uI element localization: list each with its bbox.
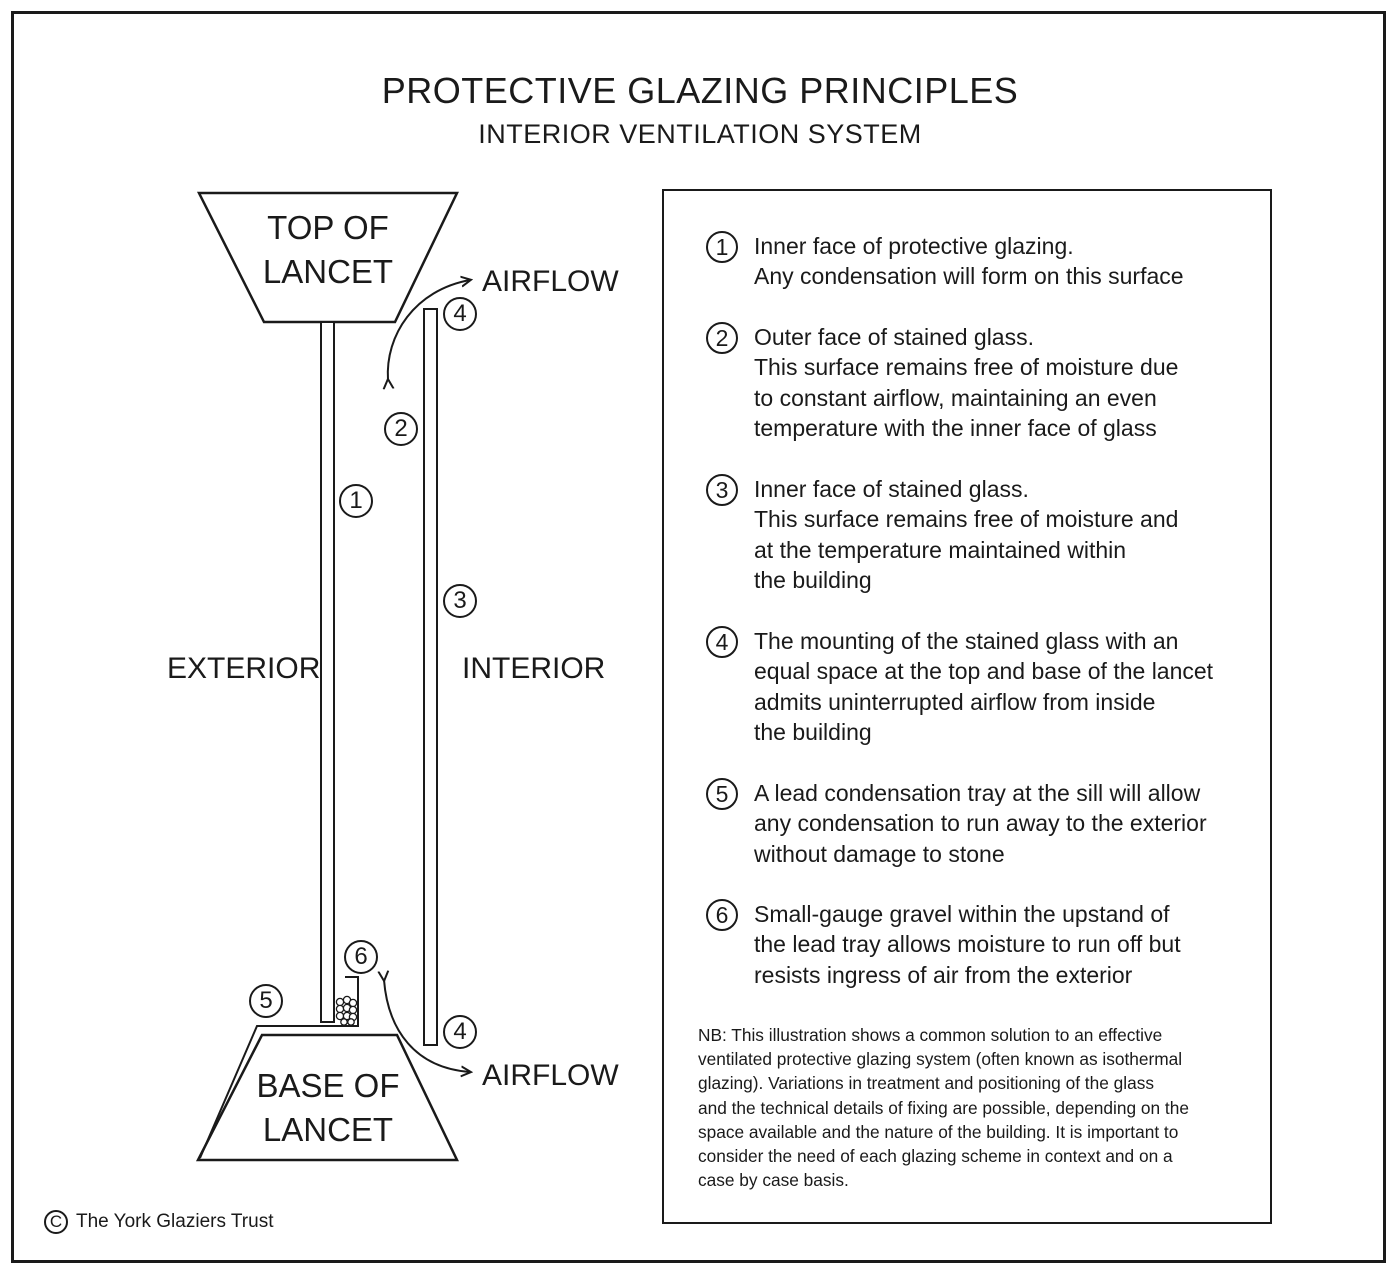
note-line: space available and the nature of the bu… <box>698 1121 1179 1142</box>
airflow-arrow-bottom <box>384 980 470 1072</box>
copyright-text: The York Glaziers Trust <box>76 1211 274 1232</box>
stained-glass-pane <box>423 308 438 1046</box>
page-title: PROTECTIVE GLAZING PRINCIPLES <box>381 70 1019 111</box>
marker-4-top: 4 <box>443 297 477 331</box>
legend-text: Inner face of stained glass. This surfac… <box>754 474 1254 595</box>
legend-number: 6 <box>706 899 738 931</box>
legend-text: Inner face of protective glazing. Any co… <box>754 231 1254 292</box>
note-line: ventilated protective glazing system (of… <box>698 1049 1183 1070</box>
legend-box: 1 Inner face of protective glazing. Any … <box>662 189 1272 1224</box>
outer-frame <box>11 11 1386 1263</box>
marker-5: 5 <box>249 984 283 1018</box>
note-line: NB: This illustration shows a common sol… <box>698 1025 1163 1045</box>
marker-4-bottom: 4 <box>443 1015 477 1049</box>
top-of-lancet-label: TOP OF LANCET <box>228 206 428 294</box>
base-label-line2: LANCET <box>262 1111 394 1148</box>
legend-line: Inner face of protective glazing. <box>754 233 1074 259</box>
legend-line: Inner face of stained glass. <box>754 476 1029 502</box>
airflow-arrow-top <box>388 280 470 380</box>
legend-number: 2 <box>706 322 738 354</box>
legend-line: resists ingress of air from the exterior <box>754 961 1133 988</box>
base-label-line1: BASE OF <box>256 1067 400 1104</box>
legend-number: 5 <box>706 778 738 810</box>
legend-line: at the temperature maintained within <box>754 536 1127 563</box>
legend-text: Small-gauge gravel within the upstand of… <box>754 899 1254 990</box>
legend-line: admits uninterrupted airflow from inside <box>754 688 1156 715</box>
lead-tray <box>199 976 359 1159</box>
legend-line: This surface remains free of moisture an… <box>754 506 1179 533</box>
legend-line: equal space at the top and base of the l… <box>754 658 1214 685</box>
protective-glazing-pane <box>320 321 335 1023</box>
exterior-label: EXTERIOR <box>167 652 321 685</box>
legend-line: The mounting of the stained glass with a… <box>754 628 1179 654</box>
legend-line: any condensation to run away to the exte… <box>754 810 1207 837</box>
legend-text: The mounting of the stained glass with a… <box>754 626 1254 747</box>
note-line: and the technical details of fixing are … <box>698 1097 1189 1118</box>
legend-line: Outer face of stained glass. <box>754 324 1034 350</box>
airflow-top-label: AIRFLOW <box>482 265 619 298</box>
note-line: glazing). Variations in treatment and po… <box>698 1073 1154 1094</box>
page-subtitle: INTERIOR VENTILATION SYSTEM <box>478 119 922 149</box>
top-label-line1: TOP OF <box>267 209 389 246</box>
marker-3: 3 <box>443 584 477 618</box>
marker-1: 1 <box>339 484 373 518</box>
legend-number: 3 <box>706 474 738 506</box>
legend-line: the building <box>754 718 872 745</box>
legend-line: temperature with the inner face of glass <box>754 414 1157 441</box>
legend-line: without damage to stone <box>754 840 1005 867</box>
legend-line: This surface remains free of moisture du… <box>754 354 1179 381</box>
top-label-line2: LANCET <box>262 253 394 290</box>
copyright-icon: C <box>44 1210 68 1234</box>
legend-line: Any condensation will form on this surfa… <box>754 263 1184 290</box>
base-lancet-stone <box>195 1033 459 1162</box>
legend-line: the building <box>754 566 872 593</box>
legend-text: Outer face of stained glass. This surfac… <box>754 322 1254 443</box>
legend-number: 1 <box>706 231 738 263</box>
interior-label: INTERIOR <box>462 652 606 685</box>
legend-number: 4 <box>706 626 738 658</box>
note-paragraph: NB: This illustration shows a common sol… <box>698 1023 1189 1192</box>
legend-line: A lead condensation tray at the sill wil… <box>754 780 1201 806</box>
copyright-notice: C The York Glaziers Trust <box>44 1210 273 1234</box>
gravel <box>335 995 358 1026</box>
note-line: consider the need of each glazing scheme… <box>698 1146 1173 1167</box>
legend-line: to constant airflow, maintaining an even <box>754 384 1157 411</box>
marker-6: 6 <box>344 940 378 974</box>
airflow-bottom-label: AIRFLOW <box>482 1059 619 1092</box>
base-of-lancet-label: BASE OF LANCET <box>228 1064 428 1152</box>
note-line: case by case basis. <box>698 1170 849 1191</box>
legend-text: A lead condensation tray at the sill wil… <box>754 778 1254 869</box>
marker-2: 2 <box>384 412 418 446</box>
legend-line: Small-gauge gravel within the upstand of <box>754 901 1170 927</box>
legend-line: the lead tray allows moisture to run off… <box>754 931 1181 958</box>
